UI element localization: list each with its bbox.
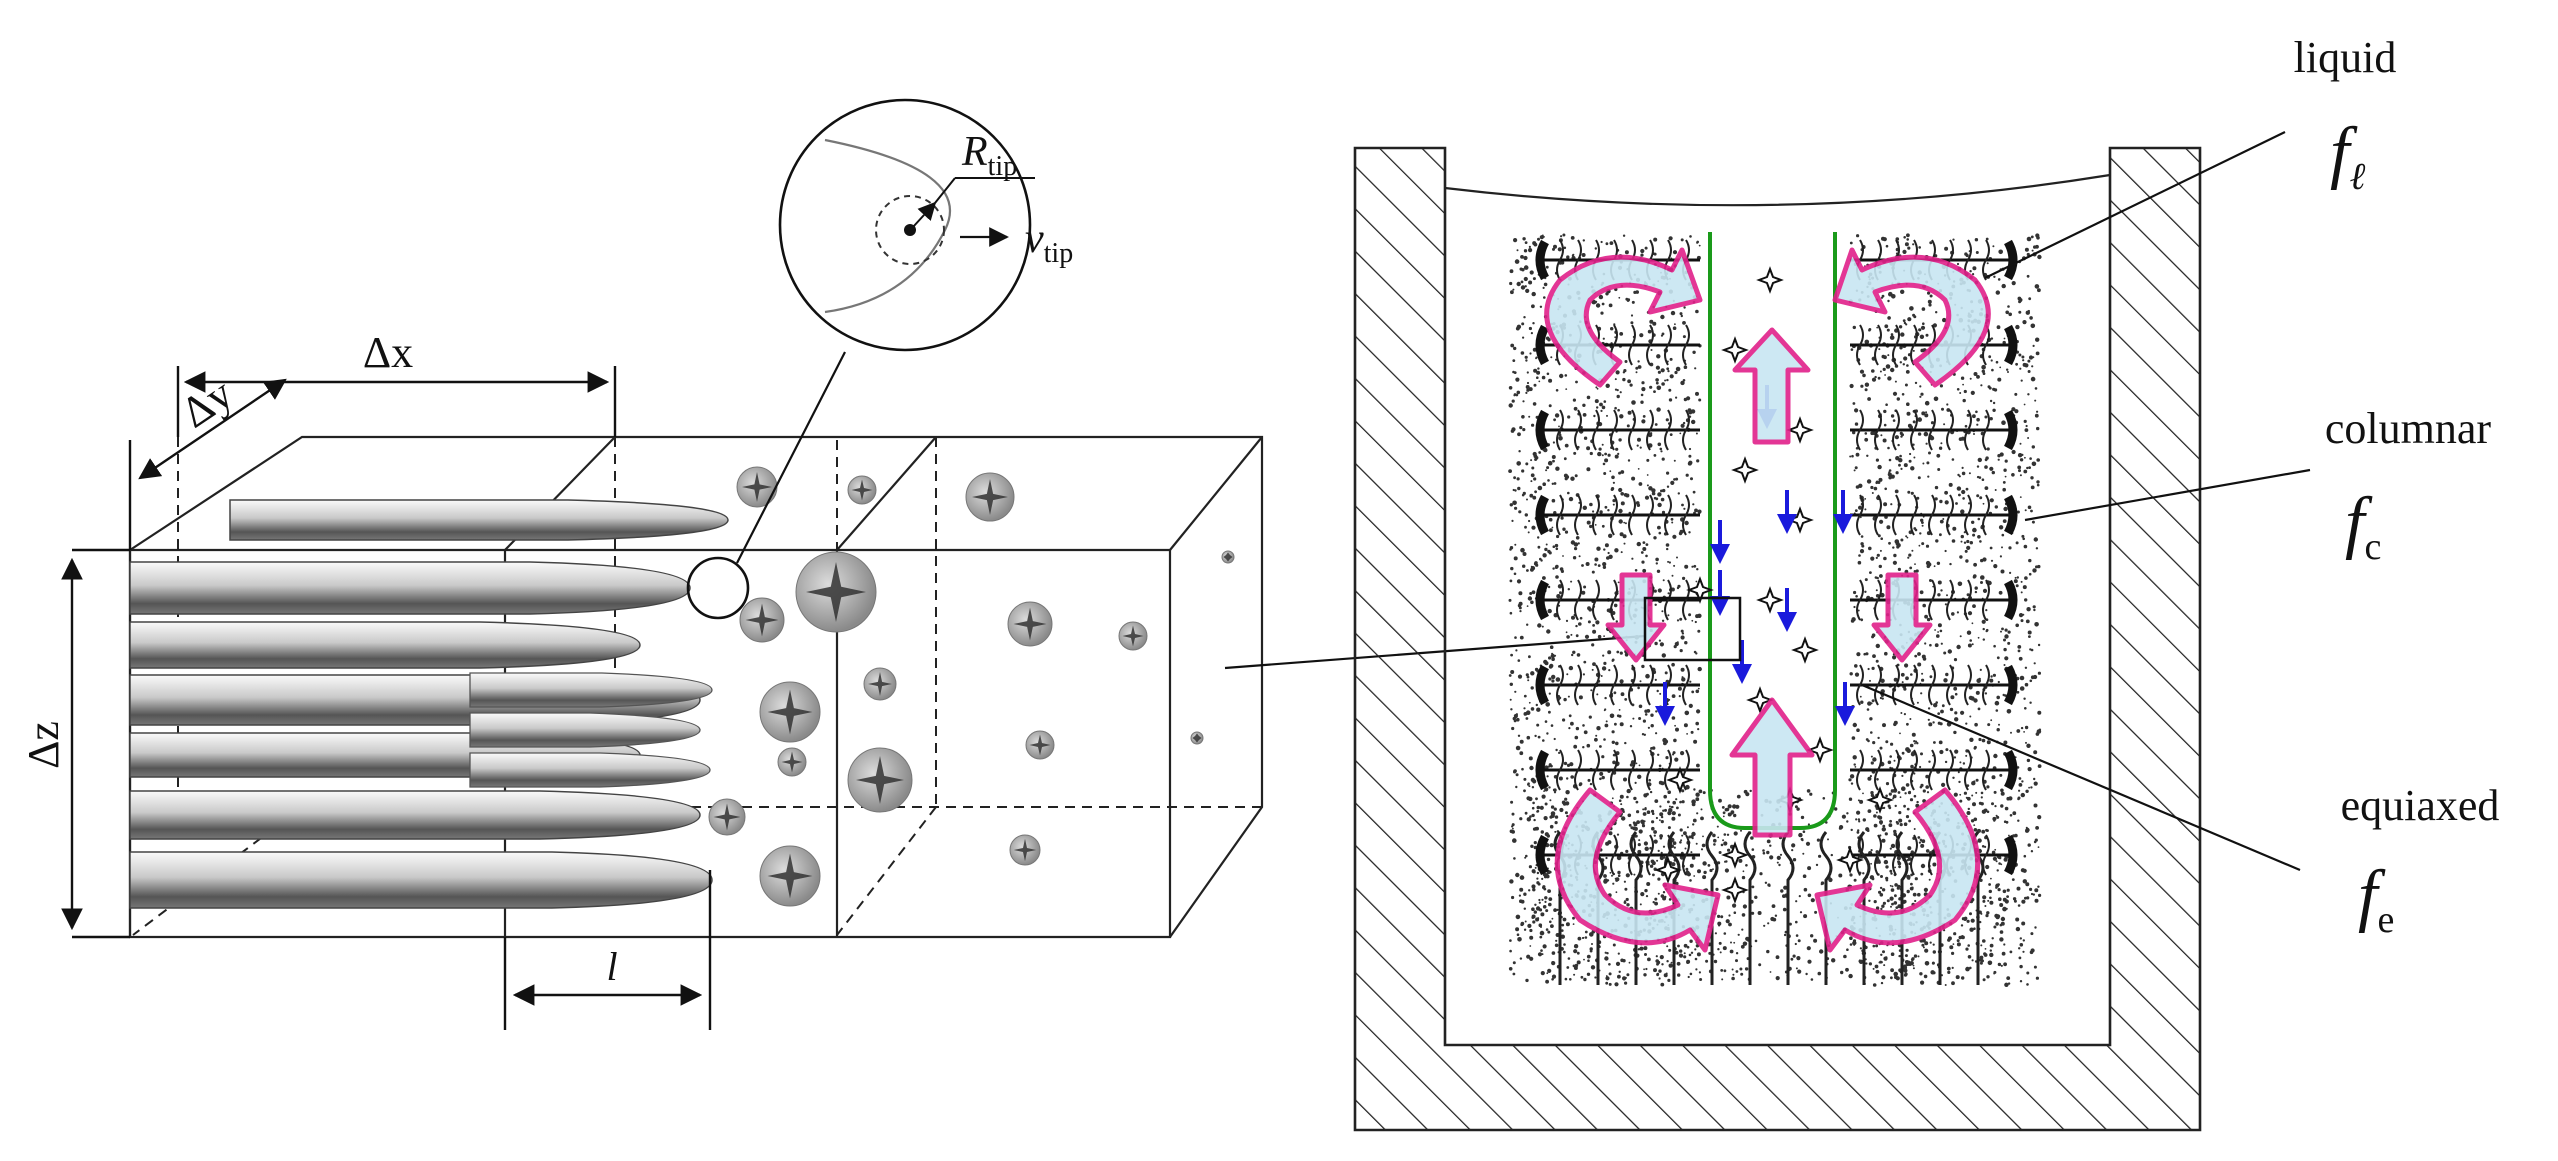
equiaxed-crystal xyxy=(708,798,746,836)
dendrite-root xyxy=(2003,494,2018,536)
equiaxed-crystal xyxy=(863,667,897,701)
columnar-grain xyxy=(229,499,729,541)
up-arrow-top xyxy=(1732,327,1811,445)
floating-crystal xyxy=(1786,416,1814,444)
dendrite-root xyxy=(1535,324,1550,366)
curl-arrow-bottom-right xyxy=(1814,787,1981,953)
dz-label: Δz xyxy=(19,721,68,769)
v-tip-label: vtip xyxy=(1025,216,1073,269)
down-arrow-left xyxy=(1605,572,1667,663)
columnar-grain xyxy=(129,851,713,909)
columnar-symbol: fc xyxy=(2345,484,2381,568)
floating-crystal xyxy=(1731,456,1759,484)
floating-crystal xyxy=(1686,576,1714,604)
tip-magnifier: Rtip vtip xyxy=(686,98,1073,620)
label-leaders xyxy=(1861,131,2311,872)
floating-crystal xyxy=(1721,876,1749,904)
floating-crystal xyxy=(1654,856,1682,884)
dendrite-root xyxy=(2003,409,2018,451)
columnar-grain xyxy=(469,672,713,708)
floating-crystal xyxy=(1746,686,1774,714)
dendrite-root xyxy=(1535,664,1550,706)
curl-arrow-bottom-left xyxy=(1554,787,1721,953)
equiaxed-label: equiaxed xyxy=(2341,781,2500,830)
l-label: l xyxy=(606,944,617,989)
floating-crystal xyxy=(1836,846,1864,874)
volume-element: Δx Δy Δz l Rtip vtip xyxy=(19,98,1646,1030)
convection-arrows xyxy=(1544,247,1991,953)
dendrite-root xyxy=(1535,494,1550,536)
dendrite-root xyxy=(1535,579,1550,621)
mould-wall xyxy=(1353,146,2202,1132)
floating-crystal xyxy=(1756,266,1784,294)
down-arrow-right xyxy=(1871,572,1933,663)
dimension-lines xyxy=(61,366,712,1030)
dendrite-root xyxy=(2003,664,2018,706)
dx-label: Δx xyxy=(363,328,413,377)
equiaxed-crystal xyxy=(777,747,807,777)
dendrite-arm xyxy=(1743,831,1757,985)
up-arrow-bottom xyxy=(1729,697,1815,838)
equiaxed-crystal xyxy=(1025,730,1055,760)
equiaxed-crystal xyxy=(795,551,877,633)
columnar-label: columnar xyxy=(2325,404,2492,453)
columnar-grain xyxy=(129,621,641,669)
liquid-symbol: fℓ xyxy=(2330,114,2365,198)
dendrite-root xyxy=(2003,834,2018,876)
r-tip-label: Rtip xyxy=(961,129,1017,182)
floating-crystal xyxy=(1756,586,1784,614)
floating-crystal xyxy=(1666,766,1694,794)
inset-box xyxy=(1643,596,1742,662)
dendrite-arm xyxy=(1895,831,1909,985)
dendrite-arm xyxy=(1819,831,1833,985)
curl-arrow-top-right xyxy=(1832,247,1991,388)
dendrite-arm xyxy=(1667,831,1681,985)
dendrite-arm xyxy=(1705,831,1719,985)
equiaxed-crystal xyxy=(1190,731,1204,745)
equiaxed-crystal xyxy=(1221,550,1235,564)
dendrite-root xyxy=(1535,749,1550,791)
liquid-label: liquid xyxy=(2294,33,2397,82)
floating-crystal xyxy=(1866,786,1894,814)
curl-arrow-top-left xyxy=(1544,247,1703,388)
equiaxed-crystal xyxy=(847,747,913,813)
floating-crystal xyxy=(1791,636,1819,664)
columnar-grain xyxy=(469,712,701,748)
equiaxed-crystal xyxy=(759,681,821,743)
equiaxed-crystal xyxy=(1118,621,1148,651)
ingot-mould xyxy=(1353,146,2202,1132)
equiaxed-symbol: fe xyxy=(2358,857,2394,941)
floating-crystal xyxy=(1806,736,1834,764)
columnar-grain xyxy=(129,561,691,615)
equiaxed-crystal xyxy=(759,845,821,907)
floating-crystal xyxy=(1721,841,1749,869)
dendrite-root xyxy=(2003,239,2018,281)
dendrite-root xyxy=(2003,579,2018,621)
columnar-grain xyxy=(129,790,701,840)
columnar-grain xyxy=(469,752,711,788)
dendrite-root xyxy=(1535,239,1550,281)
floating-crystal xyxy=(1786,506,1814,534)
dendrite-root xyxy=(2003,324,2018,366)
floating-crystal xyxy=(1721,336,1749,364)
dendrite-arm xyxy=(1857,831,1871,985)
equiaxed-crystals xyxy=(708,466,1235,907)
dendrite-root xyxy=(1535,409,1550,451)
equiaxed-crystal xyxy=(1009,834,1041,866)
equiaxed-crystal xyxy=(739,597,785,643)
equiaxed-crystal xyxy=(847,475,877,505)
equiaxed-crystal xyxy=(1007,601,1053,647)
dy-label: Δy xyxy=(172,369,241,438)
equiaxed-crystal xyxy=(965,472,1015,522)
equiaxed-crystal xyxy=(736,466,778,508)
dendrite-root xyxy=(2003,749,2018,791)
dendrite-arm xyxy=(1629,831,1643,985)
dendrite-arm xyxy=(1781,831,1795,985)
columnar-grains xyxy=(129,499,729,909)
floating-equiaxed xyxy=(1654,266,1894,904)
dendrite-root xyxy=(1535,834,1550,876)
phase-labels: liquid fℓ columnar fc equiaxed fe xyxy=(2294,33,2500,941)
